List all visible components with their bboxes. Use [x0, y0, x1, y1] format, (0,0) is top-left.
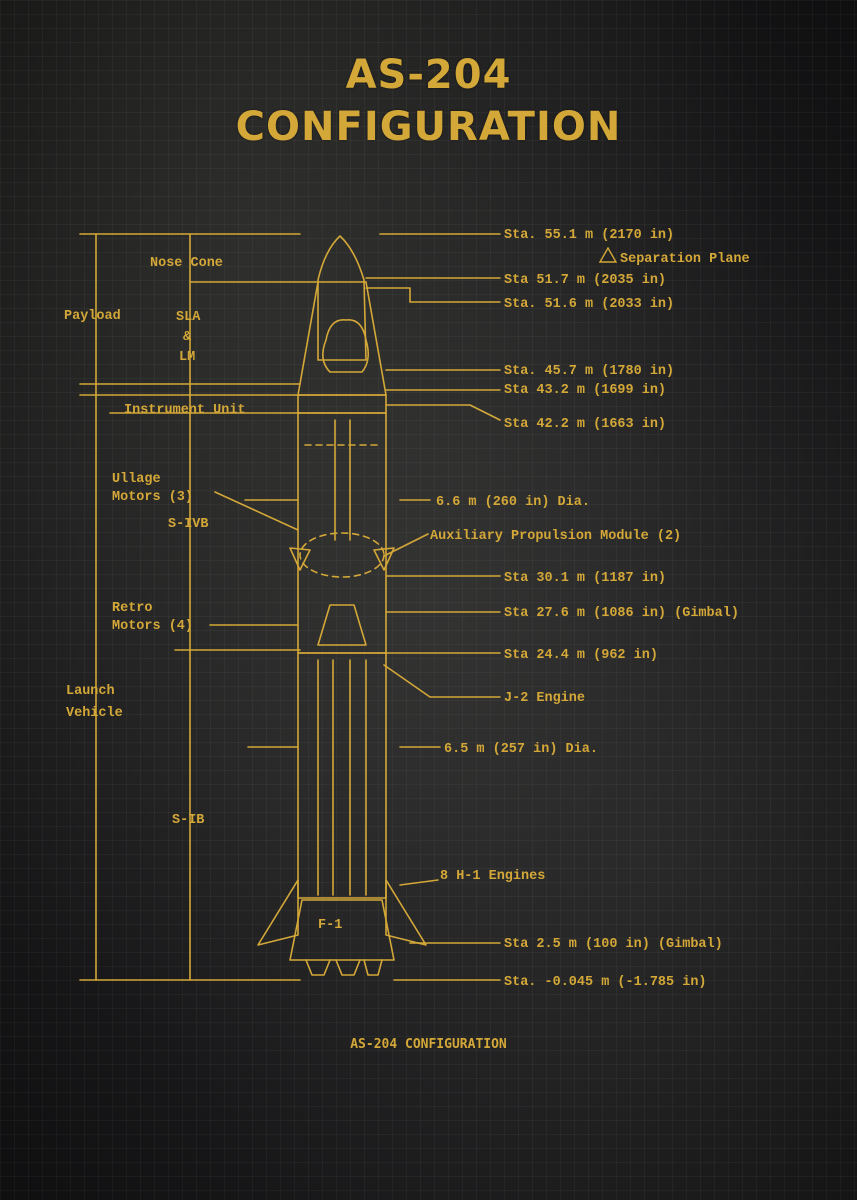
ullage-label: Ullage: [112, 472, 161, 487]
j2-engine-outline: [317, 604, 367, 646]
engine-cluster-outline: [289, 899, 395, 961]
station-label: Sta 27.6 m (1086 in) (Gimbal): [504, 606, 739, 621]
fin-left: [257, 879, 299, 946]
s-ib-label: S-IB: [172, 813, 204, 828]
sla-label: LM: [179, 350, 195, 365]
sla-label: &: [183, 330, 192, 345]
sla-label: SLA: [176, 310, 201, 325]
lm-outline: [322, 319, 370, 373]
title-line-2: CONFIGURATION: [235, 104, 622, 150]
fin-right: [385, 879, 427, 946]
sla-outline: [297, 281, 387, 396]
separation-plane-label: Separation Plane: [620, 252, 750, 267]
diameter-label: 6.6 m (260 in) Dia.: [436, 495, 590, 510]
aux-module-left: [289, 547, 311, 571]
s-ivb-label: S-IVB: [168, 517, 209, 532]
caption: AS-204 CONFIGURATION: [350, 1037, 507, 1052]
station-label: Sta 30.1 m (1187 in): [504, 571, 666, 586]
station-label: Sta. 55.1 m (2170 in): [504, 228, 674, 243]
instrument-unit-label: Instrument Unit: [124, 403, 246, 418]
title-line-1: AS-204: [345, 52, 512, 98]
station-label: Sta 24.4 m (962 in): [504, 648, 658, 663]
station-label: Sta. -0.045 m (-1.785 in): [504, 975, 707, 990]
aux-propulsion-label: Auxiliary Propulsion Module (2): [430, 529, 681, 544]
station-label: Sta. 51.6 m (2033 in): [504, 297, 674, 312]
station-label: Sta 2.5 m (100 in) (Gimbal): [504, 937, 723, 952]
warning-icon: [598, 246, 618, 263]
payload-label: Payload: [64, 309, 121, 324]
retro-label: Retro: [112, 601, 153, 616]
station-label: Sta 51.7 m (2035 in): [504, 273, 666, 288]
instrument-unit-band: [297, 394, 387, 414]
aux-module-right: [373, 547, 395, 571]
station-label: Sta. 45.7 m (1780 in): [504, 364, 674, 379]
s-ib-body: [297, 652, 387, 899]
station-label: Sta 43.2 m (1699 in): [504, 383, 666, 398]
engine-marks: F-1: [318, 918, 342, 933]
diameter-label: 6.5 m (257 in) Dia.: [444, 742, 598, 757]
retro-label: Motors (4): [112, 619, 193, 634]
launch-vehicle-label: Launch: [66, 684, 115, 699]
j2-engine-label: J-2 Engine: [504, 691, 585, 706]
h1-engines-label: 8 H-1 Engines: [440, 869, 545, 884]
nose-cone-label: Nose Cone: [150, 256, 223, 271]
ullage-label: Motors (3): [112, 490, 193, 505]
station-label: Sta 42.2 m (1663 in): [504, 417, 666, 432]
nose-cone-outline: [317, 235, 367, 361]
launch-vehicle-label: Vehicle: [66, 706, 123, 721]
